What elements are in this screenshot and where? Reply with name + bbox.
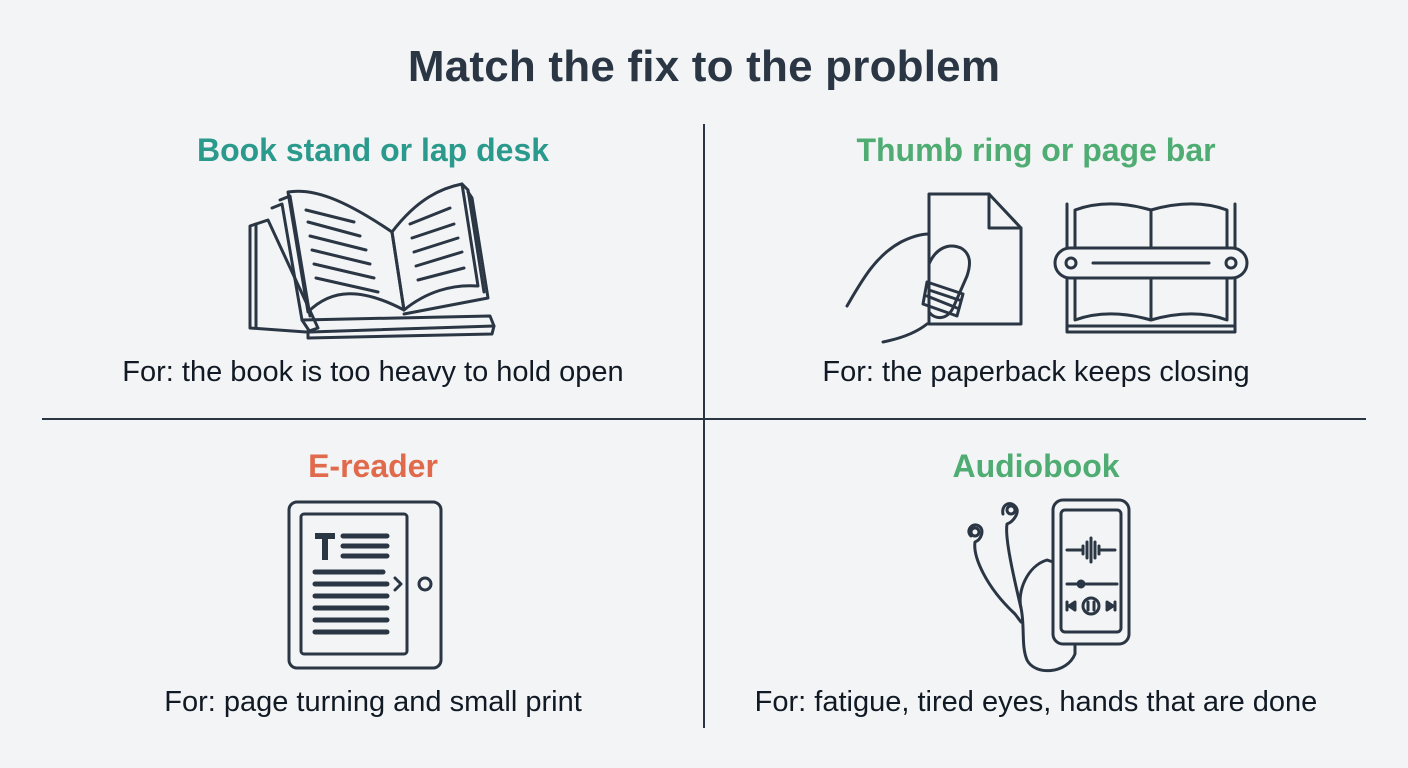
quadrant-title: Audiobook	[952, 448, 1120, 484]
quadrant-title: Book stand or lap desk	[196, 132, 550, 168]
audiobook-player-icon	[955, 496, 1135, 680]
vertical-divider	[703, 124, 705, 728]
quadrant-title: Thumb ring or page bar	[856, 132, 1216, 168]
page-title: Match the fix to the problem	[407, 42, 1001, 91]
quadrant-thumb-ring: Thumb ring or page bar For: the paperbac…	[705, 124, 1367, 418]
quadrant-caption: For: page turning and small print	[164, 686, 582, 718]
thumb-ring-icon	[843, 190, 1027, 344]
horizontal-divider	[42, 418, 1366, 420]
page-bar-icon	[1053, 196, 1249, 332]
quadrant-audiobook: Audiobook For: fatigue, tired eyes, hand…	[705, 420, 1367, 728]
quadrant-caption: For: the paperback keeps closing	[822, 356, 1250, 388]
open-book-on-stand-icon	[242, 180, 498, 340]
quadrant-caption: For: fatigue, tired eyes, hands that are…	[754, 686, 1318, 718]
quadrant-e-reader: E-reader For: page turning and small pri…	[42, 420, 704, 728]
quadrant-title: E-reader	[308, 448, 438, 484]
e-reader-icon	[287, 500, 443, 670]
quadrant-caption: For: the book is too heavy to hold open	[122, 356, 624, 388]
quadrant-book-stand: Book stand or lap desk For: the book is …	[42, 124, 704, 418]
